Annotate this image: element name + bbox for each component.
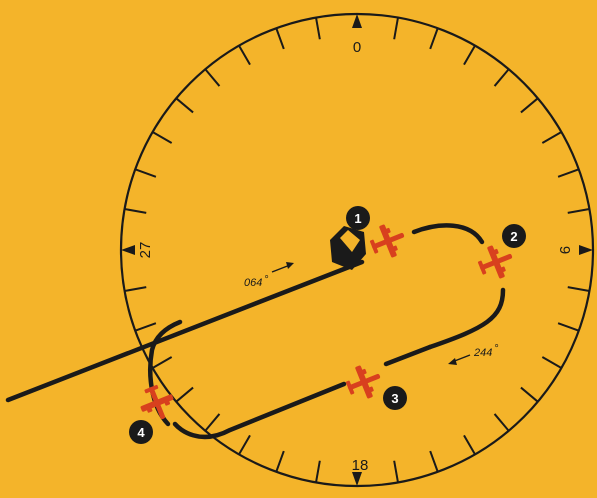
compass-tick	[464, 46, 475, 65]
south-marker-icon	[352, 472, 362, 486]
step-badge-2: 2	[502, 224, 526, 248]
compass-tick	[125, 287, 147, 291]
aircraft-icon-position-3	[342, 360, 386, 404]
east-label: 9	[556, 246, 573, 254]
step-number-2: 2	[510, 229, 517, 244]
compass-tick	[135, 323, 156, 331]
outbound-leg-upper	[386, 347, 430, 364]
compass-tick	[153, 357, 172, 368]
step-badge-3: 3	[383, 386, 407, 410]
compass-tick	[205, 414, 219, 431]
north-label: 0	[353, 39, 361, 56]
compass-tick	[276, 451, 284, 472]
compass-tick	[316, 461, 320, 483]
step-badge-1: 1	[346, 206, 370, 230]
compass-tick	[542, 357, 561, 368]
step-number-1: 1	[354, 211, 361, 226]
step-badge-4: 4	[129, 420, 153, 444]
compass-tick	[239, 435, 250, 454]
outbound-leg-lower	[175, 384, 344, 437]
outbound-arrow-icon	[448, 355, 470, 365]
compass-tick	[464, 435, 475, 454]
compass-tick	[430, 28, 438, 49]
compass-tick	[521, 98, 538, 112]
compass-tick	[125, 209, 147, 213]
inbound-degree-symbol: °	[264, 274, 269, 286]
aircraft-icon-position-4	[135, 381, 179, 425]
track-turn-outbound	[414, 225, 482, 242]
compass-tick	[239, 46, 250, 65]
compass-tick	[316, 18, 320, 40]
outbound-heading-label: 244	[473, 347, 492, 359]
compass-tick	[276, 28, 284, 49]
compass-tick	[521, 388, 538, 402]
compass-tick	[495, 414, 509, 431]
compass-tick	[176, 388, 193, 402]
compass-tick	[394, 461, 398, 483]
compass-tick	[153, 132, 172, 143]
outbound-degree-symbol: °	[494, 343, 499, 355]
compass-tick	[394, 18, 398, 40]
inbound-arrow-icon	[272, 262, 294, 272]
track-turn-right	[430, 290, 503, 347]
compass-tick	[542, 132, 561, 143]
south-label: 18	[352, 457, 369, 474]
inbound-course-line	[8, 262, 362, 400]
inbound-heading-label: 064	[244, 277, 262, 289]
compass-tick	[430, 451, 438, 472]
compass-tick	[135, 169, 156, 177]
compass-tick	[568, 287, 590, 291]
compass-tick	[568, 209, 590, 213]
east-marker-icon	[579, 245, 593, 255]
compass-tick	[205, 69, 219, 86]
north-marker-icon	[352, 14, 362, 28]
step-number-3: 3	[391, 391, 398, 406]
step-number-4: 4	[137, 425, 145, 440]
aircraft-layer	[135, 219, 518, 425]
compass-tick	[176, 98, 193, 112]
compass-tick	[558, 169, 579, 177]
holding-track	[150, 225, 503, 436]
west-label: 27	[137, 242, 154, 259]
compass-tick	[558, 323, 579, 331]
compass-tick	[495, 69, 509, 86]
west-marker-icon	[121, 245, 135, 255]
aircraft-icon-position-1	[366, 219, 410, 263]
